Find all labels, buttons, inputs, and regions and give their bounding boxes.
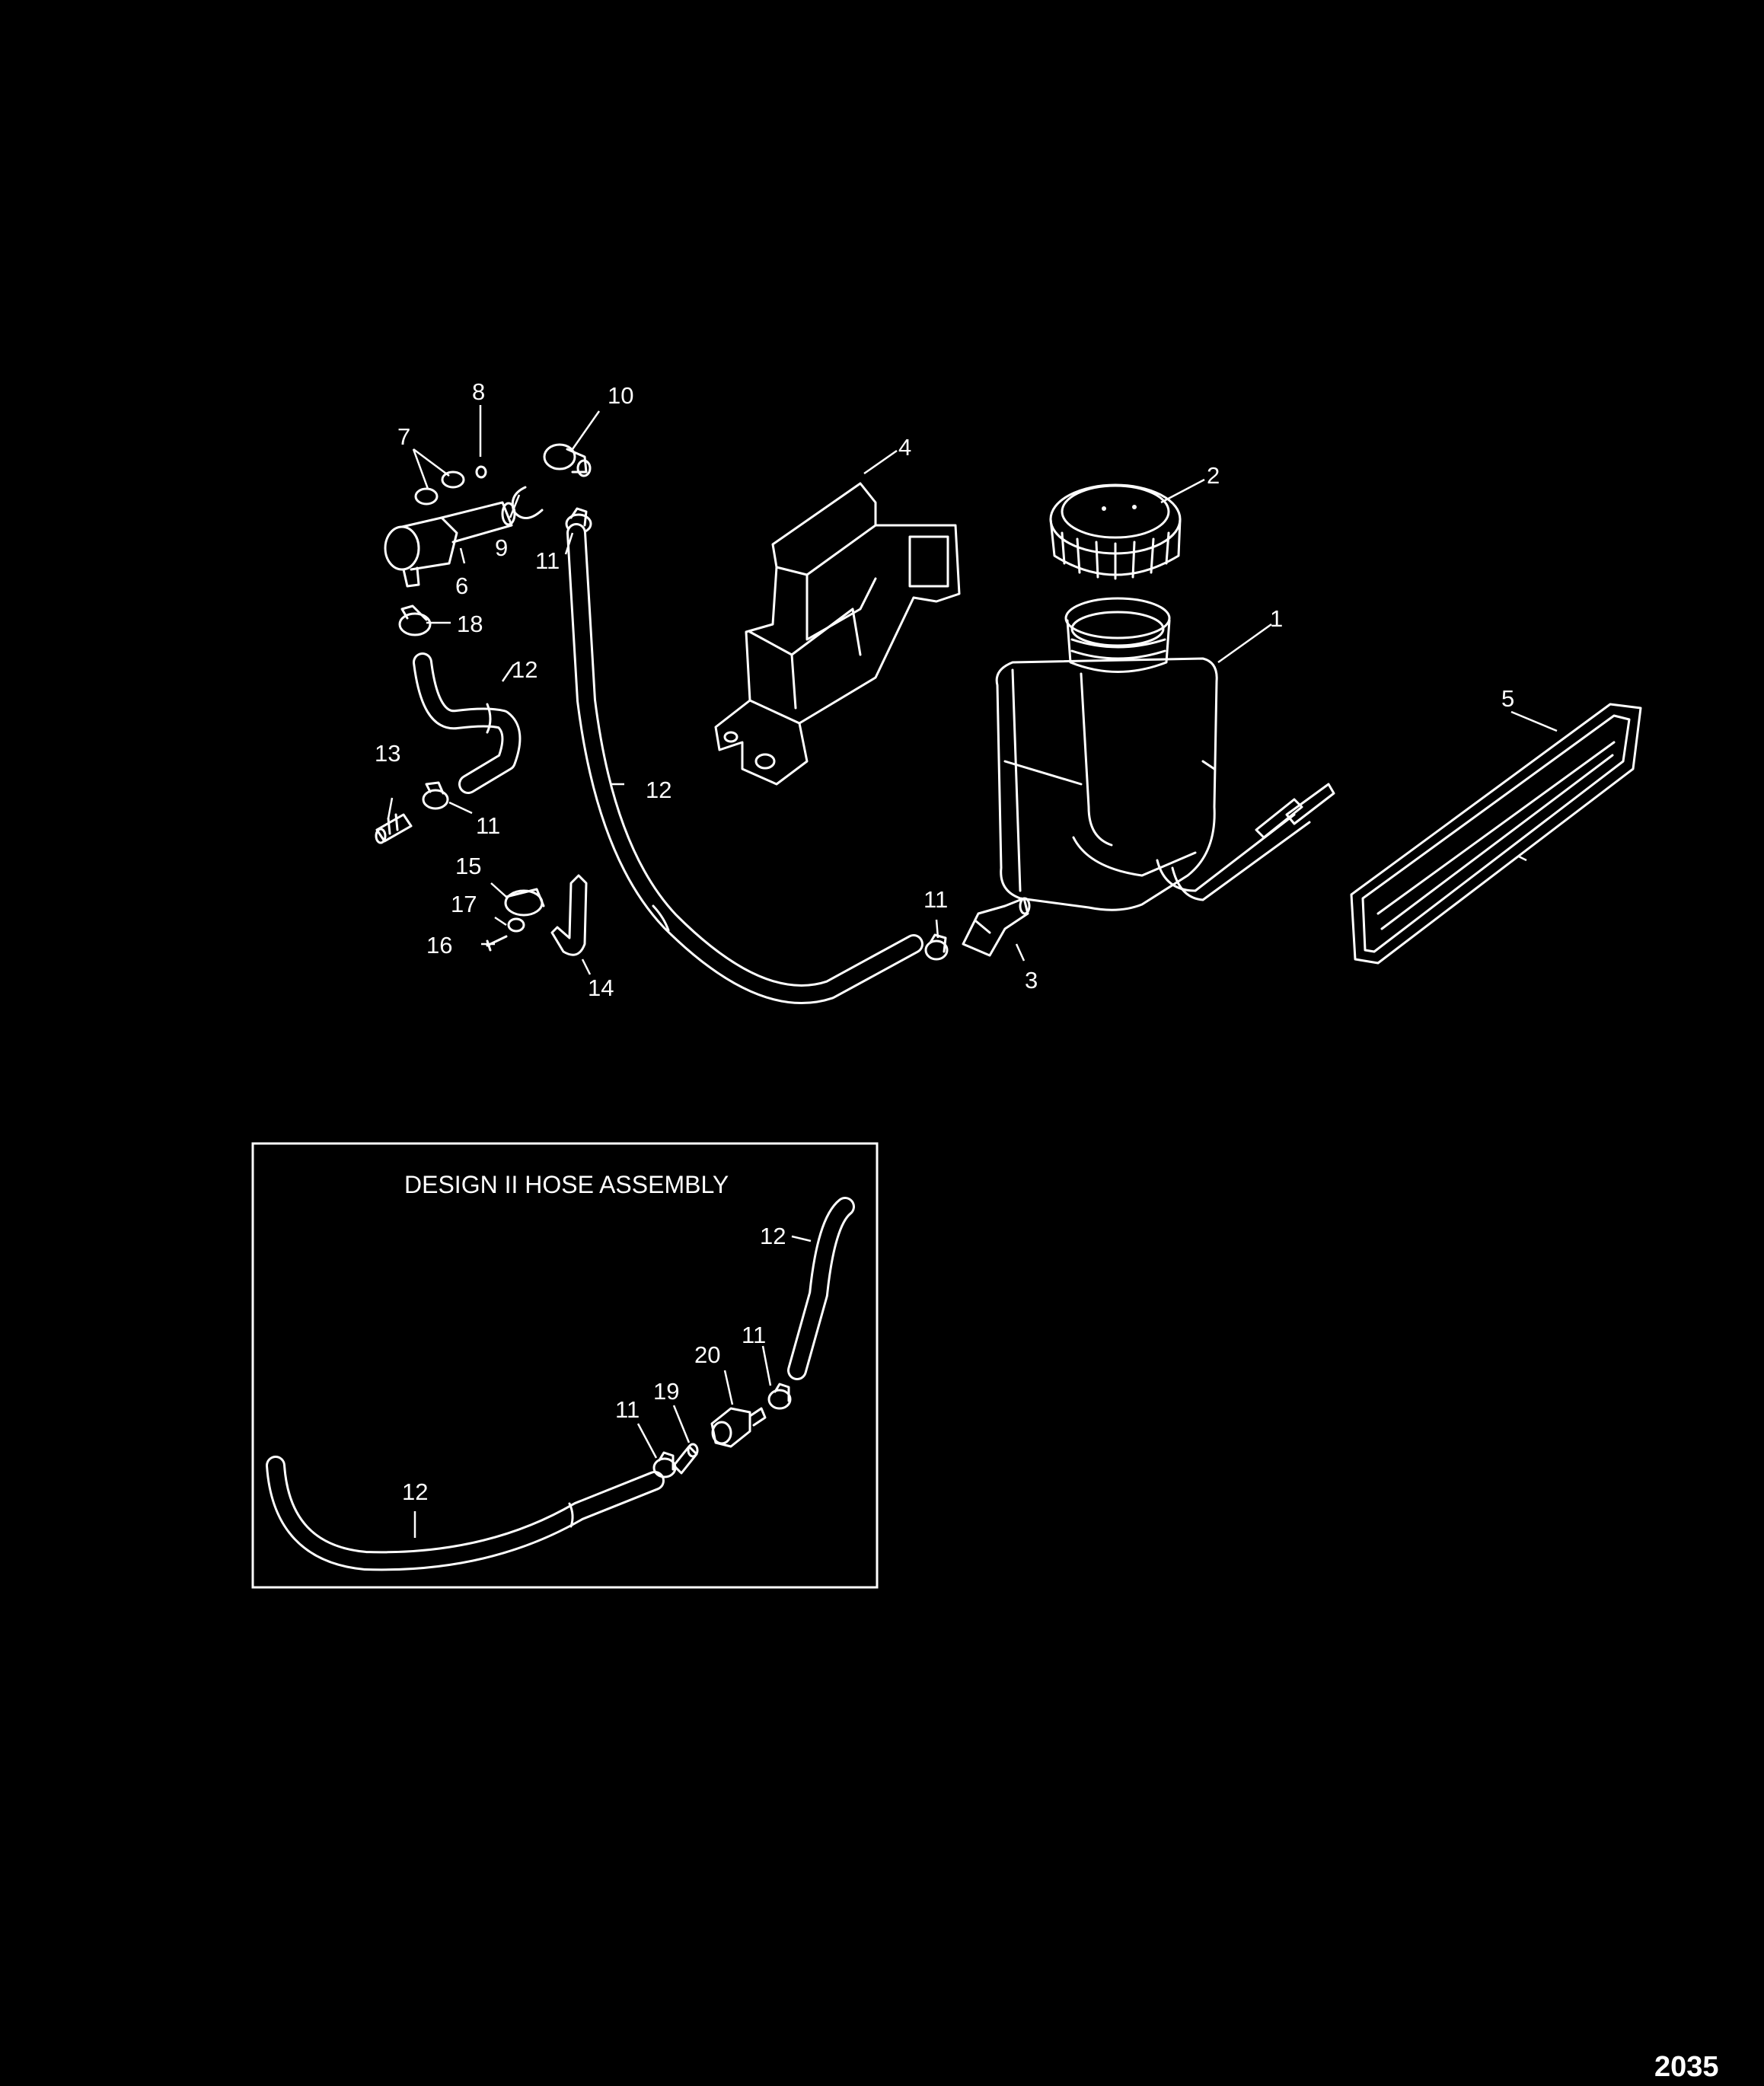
callout-2: 2 <box>1207 462 1220 489</box>
hose-12-short <box>413 652 522 794</box>
hose-clamp-18 <box>398 604 432 636</box>
barb-fitting-13 <box>375 813 413 844</box>
hose-clamp-10 <box>543 443 592 477</box>
inset-callout-11-left: 11 <box>615 1396 640 1423</box>
callout-13: 13 <box>375 740 400 767</box>
inset-design-ii: DESIGN II HOSE ASSEMBLY 12 11 20 19 <box>251 1142 879 1589</box>
callout-14: 14 <box>588 974 614 1001</box>
hose-12-main <box>566 523 923 1004</box>
callout-18: 18 <box>457 611 483 637</box>
hose-clamp-15 <box>504 888 545 917</box>
callout-9: 9 <box>495 534 508 561</box>
callout-4: 4 <box>898 434 911 461</box>
callout-12-short: 12 <box>512 656 537 683</box>
callouts-main: 1 2 3 4 5 6 7 8 9 10 11 11 11 12 12 13 1… <box>375 378 1514 1001</box>
callout-7: 7 <box>397 423 410 450</box>
callout-17: 17 <box>451 891 477 917</box>
callout-1: 1 <box>1270 605 1283 632</box>
hose-clamp-11-left <box>422 781 449 810</box>
clip-bracket-14 <box>550 874 588 956</box>
inset-callout-20: 20 <box>694 1341 720 1368</box>
inset-callout-12-upper: 12 <box>760 1223 786 1249</box>
callout-11-left: 11 <box>476 812 500 839</box>
inset-title: DESIGN II HOSE ASSEMBLY <box>404 1171 729 1198</box>
callout-3: 3 <box>1025 967 1038 994</box>
callout-6: 6 <box>455 573 468 599</box>
callout-11-top: 11 <box>535 547 560 574</box>
callout-12-main: 12 <box>646 777 671 803</box>
inset-frame <box>251 1142 879 1589</box>
fill-fitting-assembly <box>384 465 544 588</box>
figure-number: 2035 <box>1654 2051 1719 2083</box>
washer-17 <box>507 917 525 933</box>
callout-8: 8 <box>472 378 485 405</box>
callout-16: 16 <box>426 932 452 958</box>
inset-callout-12-lower: 12 <box>402 1478 428 1505</box>
callout-15: 15 <box>455 853 481 879</box>
inset-callout-19: 19 <box>653 1378 679 1405</box>
callout-11-bottom: 11 <box>923 886 948 913</box>
inset-callout-11-right: 11 <box>742 1322 766 1348</box>
hold-down-strap <box>1350 703 1642 965</box>
leader-lines <box>387 405 1558 975</box>
hose-clamp-11-bottom <box>924 933 949 961</box>
mounting-bracket <box>714 482 961 786</box>
elbow-fitting-3 <box>962 897 1031 957</box>
callout-10: 10 <box>608 382 633 409</box>
reservoir-cap <box>1049 483 1182 580</box>
reservoir-bottle <box>995 597 1335 911</box>
callout-5: 5 <box>1501 685 1514 712</box>
